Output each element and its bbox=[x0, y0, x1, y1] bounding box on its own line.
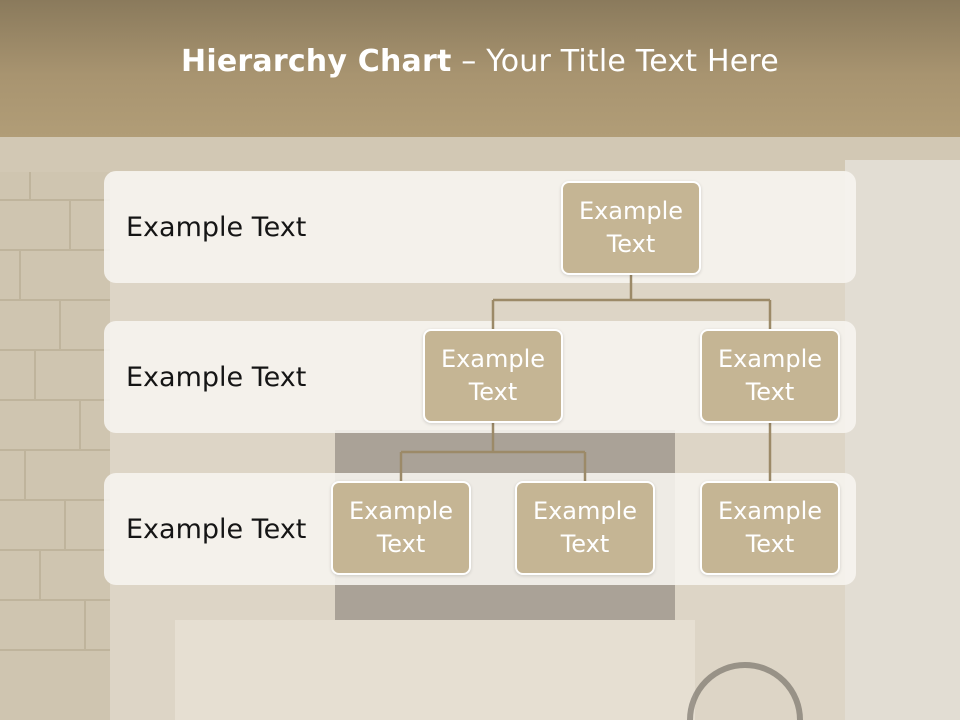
node-child-right[interactable]: Example Text bbox=[700, 329, 840, 423]
node-grandchild-2[interactable]: Example Text bbox=[515, 481, 655, 575]
node-grandchild-1[interactable]: Example Text bbox=[331, 481, 471, 575]
title-rest-part: – Your Title Text Here bbox=[451, 44, 779, 79]
node-grandchild-3[interactable]: Example Text bbox=[700, 481, 840, 575]
title-bar: Hierarchy Chart – Your Title Text Here bbox=[0, 0, 960, 137]
page-title: Hierarchy Chart – Your Title Text Here bbox=[181, 44, 779, 79]
level-label: Example Text bbox=[126, 513, 307, 545]
level-label: Example Text bbox=[126, 211, 307, 243]
level-band-1: Example Text bbox=[104, 171, 856, 283]
node-root[interactable]: Example Text bbox=[561, 181, 701, 275]
level-label: Example Text bbox=[126, 361, 307, 393]
node-child-left[interactable]: Example Text bbox=[423, 329, 563, 423]
title-bold-part: Hierarchy Chart bbox=[181, 44, 452, 79]
